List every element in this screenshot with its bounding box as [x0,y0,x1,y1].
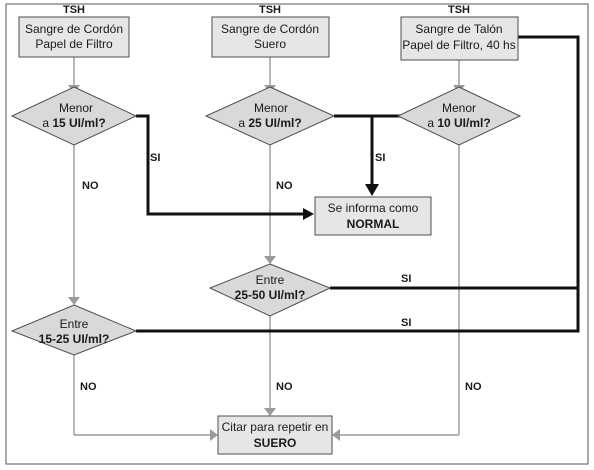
box-repetir-line1: Citar para repetir en [221,420,329,434]
edge-label-si-25-50: SI [401,273,412,285]
edge-label-no-25-50: NO [276,381,293,393]
box-cordon-suero-line1: Sangre de Cordón [220,22,320,36]
box-normal-line2: NORMAL [346,217,400,231]
box-normal-line1: Se informa como [327,201,419,215]
box-cordon-papel [18,16,130,58]
edge-label-si-15: SI [150,152,161,164]
box-repetir-line2: SUERO [253,436,297,450]
diamond-entre-15-25-line1: Entre [59,317,89,331]
edge-label-no-25: NO [276,180,293,192]
edge-label-no-15-25: NO [80,381,97,393]
box-repetir [217,415,333,455]
diamond-menor-10-line2: a 10 UI/ml? [427,116,491,130]
thick-connectors [136,35,580,333]
box-cordon-papel-line1: Sangre de Cordón [24,22,124,36]
box-cordon-papel-line2: Papel de Filtro [35,37,113,51]
box-talon-papel [400,16,519,61]
box-talon-papel-line2: Papel de Filtro, 40 hs [402,38,516,52]
diamond-menor-25 [204,86,336,146]
diamond-menor-25-line2: a 25 UI/ml? [238,116,302,130]
thin-connectors [73,57,460,436]
edge-label-si-25-10: SI [375,152,386,164]
diamond-menor-10 [396,86,522,146]
box-talon-papel-line1: Sangre de Talón [415,22,503,36]
diamond-menor-15 [10,86,138,146]
diamond-entre-15-25-line2: 15-25 UI/ml? [38,332,110,346]
header-tsh-1: TSH [63,4,85,16]
diamond-menor-15-line1: Menor [58,101,94,115]
diamond-entre-25-50 [208,263,332,317]
diamond-entre-15-25 [10,304,138,356]
edge-label-no-10: NO [465,381,482,393]
edge-label-no-15: NO [82,180,99,192]
diamond-menor-25-line1: Menor [253,101,289,115]
box-cordon-suero [211,16,330,58]
diamond-entre-25-50-line2: 25-50 UI/ml? [234,288,306,302]
diamond-menor-15-line2: a 15 UI/ml? [42,116,106,130]
thick-arrowheads [303,184,379,220]
edge-label-si-15-25: SI [401,317,412,329]
box-normal [314,196,432,236]
header-tsh-3: TSH [448,4,470,16]
header-tsh-2: TSH [259,4,281,16]
diagram-frame [5,3,589,465]
diamond-menor-10-line1: Menor [441,101,477,115]
box-cordon-suero-line2: Suero [253,37,287,51]
diamond-entre-25-50-line1: Entre [255,273,285,287]
